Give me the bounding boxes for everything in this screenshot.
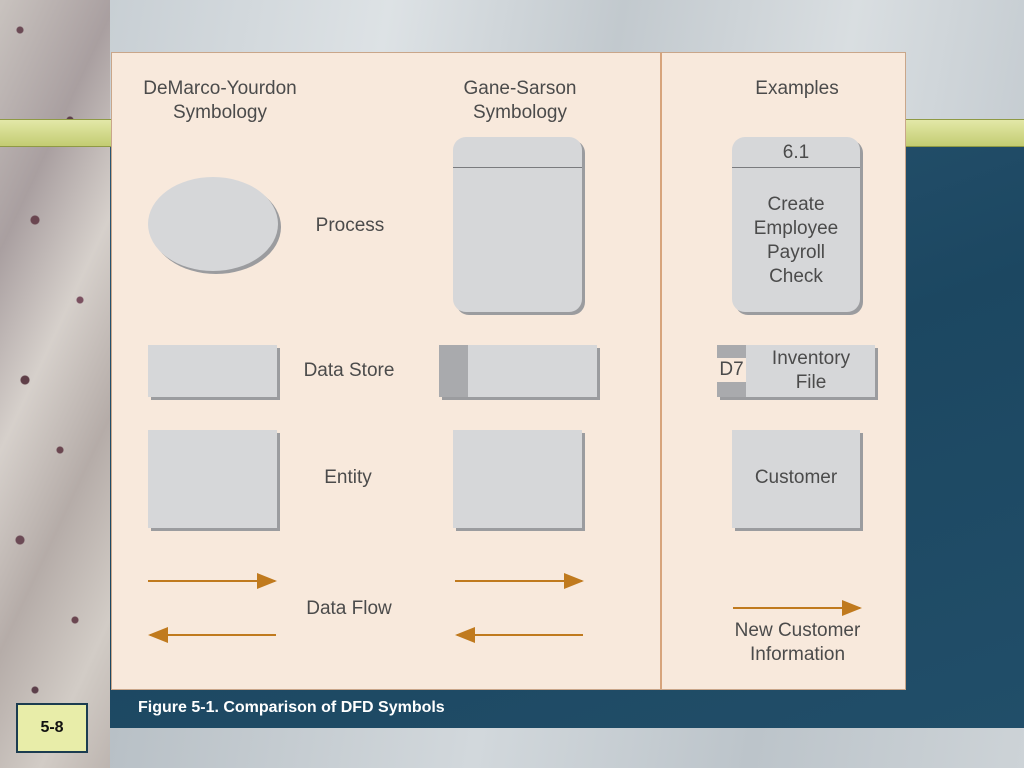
marble-background-bottom	[110, 728, 1024, 768]
entity-label: Entity	[324, 467, 372, 488]
example-process-id: 6.1	[782, 142, 810, 163]
gane-header: Gane-Sarson Symbology	[430, 77, 610, 125]
gane-header-line2: Symbology	[473, 102, 567, 123]
gane-data-store-symbol	[439, 345, 597, 397]
demarco-data-store-symbol	[148, 345, 277, 397]
figure-panel: DeMarco-Yourdon Symbology Gane-Sarson Sy…	[111, 52, 906, 690]
gane-header-line1: Gane-Sarson	[463, 78, 577, 99]
gane-process-symbol	[453, 137, 582, 312]
page-number-badge: 5-8	[16, 703, 88, 753]
demarco-header-line1: DeMarco-Yourdon	[143, 78, 297, 99]
example-data-store-symbol: D7 Inventory File	[717, 345, 875, 397]
gane-entity-symbol	[453, 430, 582, 528]
example-process-line3: Payroll	[766, 242, 826, 263]
example-entity-text: Customer	[754, 467, 838, 488]
demarco-header-line2: Symbology	[173, 102, 267, 123]
example-process-line1: Create	[767, 194, 825, 215]
demarco-process-symbol	[148, 177, 278, 271]
example-data-flow-line1: New Customer	[734, 620, 861, 641]
granite-background	[0, 0, 110, 768]
example-data-flow-text: New Customer Information	[710, 619, 885, 667]
data-flow-label: Data Flow	[306, 598, 392, 619]
example-data-store-line1: Inventory	[771, 348, 851, 369]
demarco-entity-symbol	[148, 430, 277, 528]
example-data-store-text: Inventory File	[747, 347, 875, 395]
example-process-line4: Check	[769, 266, 823, 287]
example-data-flow-line2: Information	[749, 644, 846, 665]
data-store-label: Data Store	[303, 360, 395, 381]
example-process-text: Create Employee Payroll Check	[732, 193, 860, 289]
examples-header: Examples	[755, 78, 839, 99]
figure-caption: Figure 5-1. Comparison of DFD Symbols	[138, 699, 445, 716]
example-process-line2: Employee	[753, 218, 839, 239]
example-entity-symbol: Customer	[732, 430, 860, 528]
example-data-store-id: D7	[717, 358, 746, 382]
column-divider	[660, 53, 662, 689]
demarco-header: DeMarco-Yourdon Symbology	[120, 77, 320, 125]
data-flow-arrows	[148, 573, 862, 643]
example-data-store-line2: File	[795, 372, 827, 393]
example-process-symbol: 6.1 Create Employee Payroll Check	[732, 137, 860, 312]
page-number: 5-8	[40, 719, 64, 736]
process-label: Process	[315, 215, 385, 236]
